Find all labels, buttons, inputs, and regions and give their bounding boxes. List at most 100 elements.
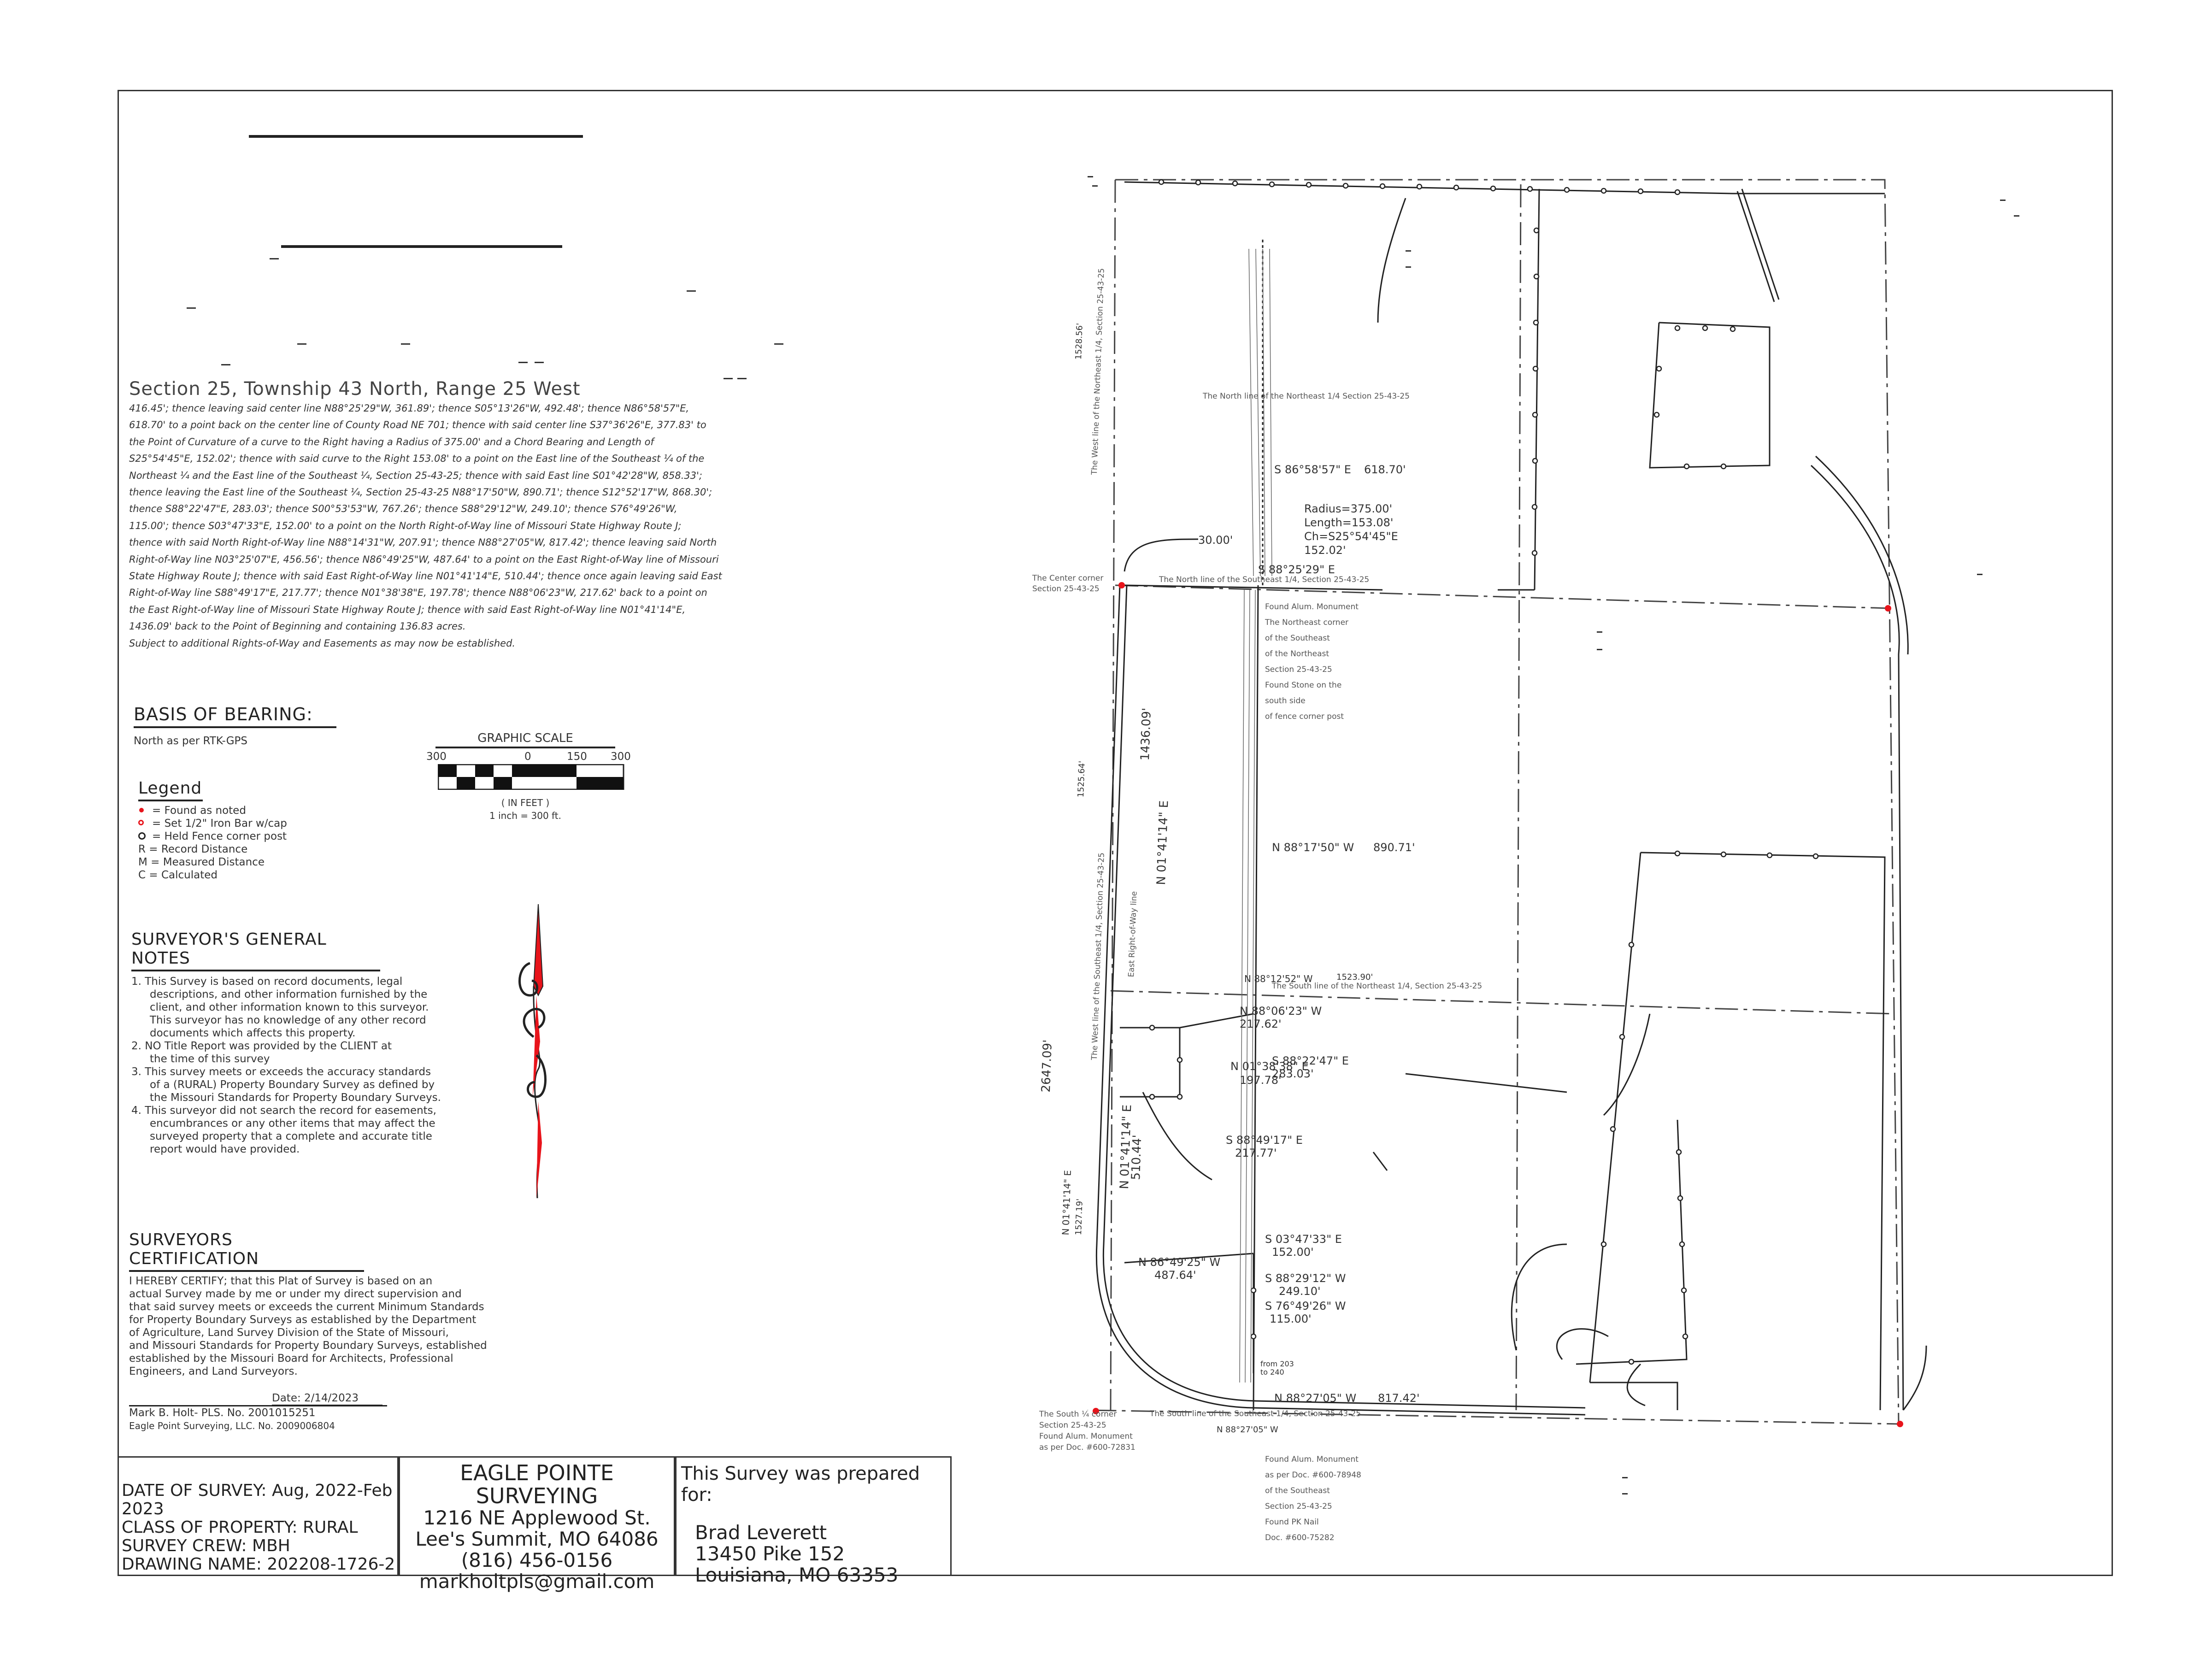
cert-line: and Missouri Standards for Property Boun…: [129, 1340, 487, 1352]
client-city: Louisiana, MO 63353: [695, 1564, 899, 1586]
bearing-label: N 01°41'14" E: [1154, 800, 1171, 886]
note-line: 3. This survey meets or exceeds the accu…: [131, 1066, 431, 1078]
scale-unit: ( IN FEET ): [501, 797, 550, 808]
distance-label: 197.78': [1240, 1074, 1282, 1087]
basis-text: North as per RTK-GPS: [134, 735, 248, 747]
surveyor-certification: SURVEYORS CERTIFICATION I HEREBY CERTIFY…: [129, 1230, 544, 1432]
info-drawing: DRAWING NAME: 202208-1726-2: [122, 1555, 395, 1574]
company-phone: (816) 456-0156: [461, 1549, 613, 1571]
distance-label: 1525.64': [1076, 760, 1087, 798]
distance-label: 152.00': [1272, 1246, 1314, 1259]
scale-ratio: 1 inch = 300 ft.: [489, 810, 561, 821]
info-crew: SURVEY CREW: MBH: [122, 1536, 290, 1555]
note-line: the time of this survey: [150, 1053, 270, 1065]
label-south-corner: The South ¼ corner Section 25-43-25 Foun…: [1039, 1410, 1135, 1452]
scale-title: GRAPHIC SCALE: [435, 732, 615, 748]
title-rule-1: [249, 135, 583, 138]
note-line: encumbrances or any other items that may…: [150, 1118, 435, 1130]
label-from: from 203: [1260, 1359, 1294, 1368]
client-name: Brad Leverett: [695, 1521, 827, 1544]
bearing-label: N 86°49'25" W: [1138, 1256, 1221, 1269]
company-name: EAGLE POINTE SURVEYING: [460, 1460, 614, 1508]
basis-title: BASIS OF BEARING:: [134, 704, 336, 728]
legal-description: Section 25, Township 43 North, Range 25 …: [129, 378, 797, 652]
legal-line: 618.70' to a point back on the center li…: [129, 419, 706, 431]
label-center-corner: The Center corner: [1032, 574, 1104, 583]
note-line: surveyed property that a complete and ac…: [150, 1130, 432, 1142]
legend-found: = Found as noted: [152, 805, 246, 817]
fence-post-symbol-icon: [138, 832, 146, 840]
north-arrow-icon: [518, 904, 547, 1199]
label-se-corner: Found Alum. Monument as per Doc. #600-78…: [1265, 1455, 1361, 1542]
distance-label: 115.00': [1270, 1312, 1312, 1325]
curve-length-label: Length=153.08': [1304, 516, 1394, 529]
survey-sheet: [118, 90, 2113, 1576]
note-line: the Missouri Standards for Property Boun…: [150, 1092, 441, 1104]
legal-line: 115.00'; thence S03°47'33"E, 152.00' to …: [129, 520, 682, 531]
cert-line: I HEREBY CERTIFY; that this Plat of Surv…: [129, 1275, 433, 1287]
cert-company: Eagle Point Surveying, LLC. No. 20090068…: [129, 1420, 335, 1431]
note-line: descriptions, and other information furn…: [150, 988, 428, 1000]
distance-label: 487.64': [1154, 1269, 1196, 1282]
distance-label: 890.71': [1373, 841, 1415, 854]
legal-line: S25°54'45"E, 152.02'; thence with said c…: [129, 453, 705, 465]
cert-line: of Agriculture, Land Survey Division of …: [129, 1327, 449, 1339]
distance-label: 217.62': [1240, 1018, 1282, 1030]
info-date: DATE OF SURVEY: Aug, 2022-Feb 2023: [122, 1481, 393, 1518]
note-line: documents which affects this property.: [150, 1027, 356, 1039]
bearing-label: S 86°58'57" E: [1274, 463, 1351, 476]
bearing-label: N 88°27'05" W: [1217, 1425, 1278, 1435]
bearing-label: N 88°17'50" W: [1272, 841, 1354, 854]
legend-r: R = Record Distance: [138, 843, 248, 855]
prepared-title: This Survey was prepared for:: [681, 1463, 920, 1506]
distance-label: 510.44': [1129, 1134, 1145, 1181]
legal-line: thence leaving the East line of the Sout…: [129, 487, 712, 498]
bearing-label: S 88°22'47" E: [1272, 1054, 1349, 1067]
note-line: This surveyor has no knowledge of any ot…: [150, 1014, 426, 1026]
bearing-label: S 76°49'26" W: [1265, 1300, 1346, 1312]
graphic-scale: GRAPHIC SCALE 300 0 150 300 ( IN FEET ) …: [424, 732, 631, 822]
legend-held: = Held Fence corner post: [152, 830, 287, 842]
bearing-label: N 88°06'23" W: [1240, 1005, 1322, 1018]
legend-title: Legend: [138, 779, 203, 801]
cert-line: actual Survey made by me or under my dir…: [129, 1288, 462, 1300]
legal-line: 416.45'; thence leaving said center line…: [129, 403, 689, 414]
legend-m: M = Measured Distance: [138, 856, 265, 868]
bearing-label: S 03°47'33" E: [1265, 1233, 1342, 1246]
cert-line: for Property Boundary Surveys as establi…: [129, 1314, 477, 1326]
scale-300-left: 300: [426, 751, 447, 763]
legal-line: State Highway Route J; thence with said …: [129, 571, 722, 582]
surveyor-notes: SURVEYOR'S GENERAL NOTES 1. This Survey …: [131, 930, 500, 1156]
note-line: client, and other information known to t…: [150, 1001, 429, 1013]
distance-label: 1436.09': [1138, 707, 1154, 761]
notes-title: SURVEYOR'S GENERAL NOTES: [131, 930, 380, 971]
cert-signature: Mark B. Holt- PLS. No. 2001015251: [129, 1405, 387, 1419]
distance-label: 1523.90': [1336, 972, 1373, 982]
legend: Legend = Found as noted = Set 1/2" Iron …: [138, 779, 287, 882]
company-email: markholtpls@gmail.com: [419, 1570, 655, 1593]
label-to: to 240: [1260, 1368, 1284, 1377]
note-line: report would have provided.: [150, 1143, 300, 1155]
distance-label: 817.42': [1378, 1392, 1420, 1405]
note-line: of a (RURAL) Property Boundary Survey as…: [150, 1079, 435, 1091]
scale-bar: [438, 764, 624, 790]
distance-label: 618.70': [1364, 463, 1406, 476]
scale-150: 150: [567, 751, 587, 763]
label-ne-corner: Found Alum. Monument The Northeast corne…: [1265, 602, 1359, 721]
company-city: Lee's Summit, MO 64086: [415, 1528, 659, 1550]
info-class: CLASS OF PROPERTY: RURAL: [122, 1518, 358, 1537]
label-north-line-se: The North line of the Southeast 1/4, Sec…: [1159, 575, 1370, 584]
cert-line: that said survey meets or exceeds the cu…: [129, 1301, 484, 1313]
legal-line: the East Right-of-Way line of Missouri S…: [129, 604, 686, 615]
legal-heading: Section 25, Township 43 North, Range 25 …: [129, 378, 581, 400]
distance-label: 217.77': [1235, 1147, 1277, 1159]
iron-bar-symbol-icon: [138, 820, 144, 825]
cert-line: Engineers, and Land Surveyors.: [129, 1365, 298, 1377]
legend-set: = Set 1/2" Iron Bar w/cap: [152, 818, 287, 830]
bearing-label: S 88°49'17" E: [1226, 1134, 1303, 1147]
found-symbol-icon: [139, 808, 144, 812]
title-block-info: DATE OF SURVEY: Aug, 2022-Feb 2023 CLASS…: [118, 1456, 399, 1576]
legal-line: Right-of-Way line S88°49'17"E, 217.77'; …: [129, 587, 707, 599]
title-block-client: This Survey was prepared for: Brad Lever…: [675, 1456, 952, 1586]
